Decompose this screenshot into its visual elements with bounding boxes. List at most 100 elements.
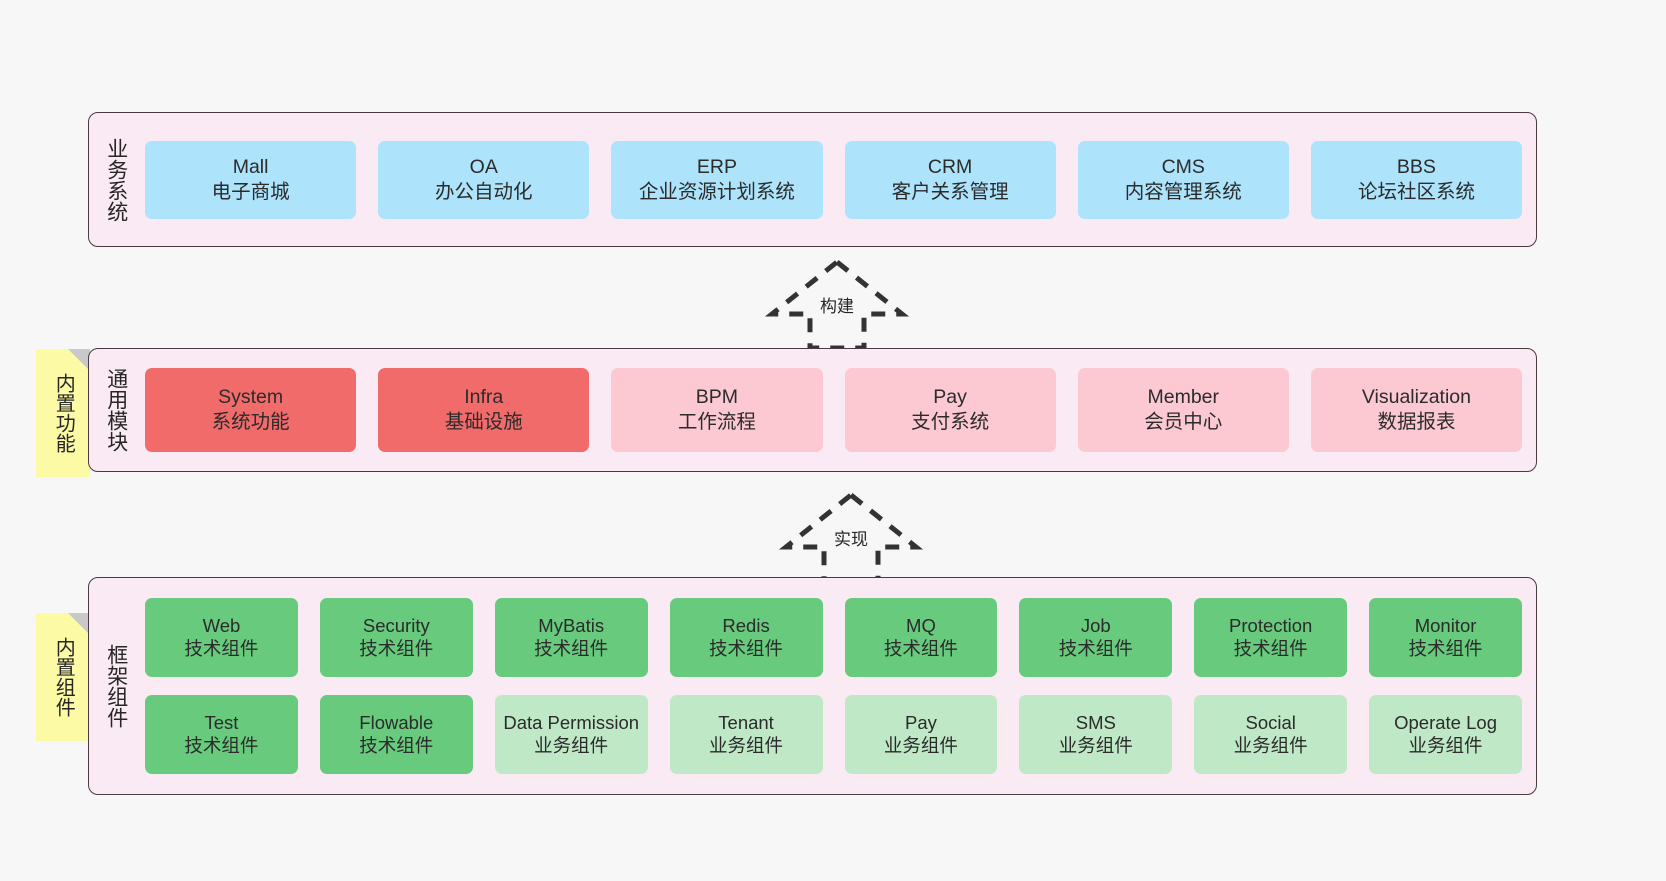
card-bbs[interactable]: BBS 论坛社区系统 [1310,140,1523,219]
card-subtitle: 系统功能 [211,411,290,433]
card-subtitle: 业务组件 [1233,734,1308,756]
card-operate-log[interactable]: Operate Log 业务组件 [1369,695,1522,774]
card-redis[interactable]: Redis 技术组件 [669,598,823,677]
card-system[interactable]: System 系统功能 [145,368,357,452]
card-title: Data Permission [503,712,640,734]
card-member[interactable]: Member 会员中心 [1077,368,1289,452]
card-data-permission[interactable]: Data Permission 业务组件 [494,695,648,774]
card-title: Job [1080,615,1111,637]
card-subtitle: 技术组件 [1408,637,1483,659]
card-subtitle: 业务组件 [709,734,784,756]
card-subtitle: 技术组件 [709,637,784,659]
card-title: Visualization [1361,386,1472,409]
card-tenant[interactable]: Tenant 业务组件 [669,695,823,774]
card-title: Pay [933,386,967,409]
card-subtitle: 论坛社区系统 [1357,180,1475,203]
card-oa[interactable]: OA 办公自动化 [378,140,590,219]
arrow-label-build: 构建 [820,297,854,316]
card-grid-business: Mall 电子商城 OA 办公自动化 ERP 企业资源计划系统 CRM 客户关系… [139,113,1536,246]
card-subtitle: 基础设施 [444,411,523,433]
card-title: System [218,386,284,409]
card-subtitle: 技术组件 [1058,637,1133,659]
card-job[interactable]: Job 技术组件 [1019,598,1173,677]
arrow-implement: 实现 [766,489,936,581]
card-subtitle: 业务组件 [1408,734,1483,756]
note-label: 内置功能 [52,373,75,453]
card-subtitle: 技术组件 [359,637,434,659]
card-subtitle: 业务组件 [1058,734,1133,756]
card-subtitle: 客户关系管理 [891,180,1009,203]
card-title: Test [204,712,239,734]
layer-title-common: 通用模块 [104,368,128,452]
card-cms[interactable]: CMS 内容管理系统 [1077,140,1289,219]
card-subtitle: 工作流程 [677,411,756,433]
card-monitor[interactable]: Monitor 技术组件 [1369,598,1522,677]
card-row: Mall 电子商城 OA 办公自动化 ERP 企业资源计划系统 CRM 客户关系… [145,140,1523,219]
card-flowable[interactable]: Flowable 技术组件 [319,695,473,774]
card-subtitle: 会员中心 [1144,411,1223,433]
arrow-build: 构建 [752,256,922,348]
layer-business-systems: 业务系统 Mall 电子商城 OA 办公自动化 ERP 企业资源计划系统 CRM… [88,112,1537,247]
card-sms[interactable]: SMS 业务组件 [1019,695,1173,774]
card-title: CRM [927,155,973,178]
card-row: System 系统功能 Infra 基础设施 BPM 工作流程 Pay 支付系统… [145,368,1523,452]
note-builtin-components: 内置组件 [36,613,90,741]
card-subtitle: 内容管理系统 [1124,180,1242,203]
card-title: MQ [906,615,936,637]
note-label: 内置组件 [52,637,75,717]
card-test[interactable]: Test 技术组件 [145,695,298,774]
card-row: Test 技术组件 Flowable 技术组件 Data Permission … [145,695,1522,774]
card-pay-business[interactable]: Pay 业务组件 [844,695,998,774]
card-subtitle: 技术组件 [883,637,958,659]
card-social[interactable]: Social 业务组件 [1194,695,1348,774]
card-subtitle: 技术组件 [184,734,259,756]
card-subtitle: 电子商城 [211,180,290,203]
card-title: CMS [1161,155,1205,178]
card-web[interactable]: Web 技术组件 [145,598,298,677]
card-pay[interactable]: Pay 支付系统 [844,368,1056,452]
card-security[interactable]: Security 技术组件 [319,598,473,677]
card-title: Member [1147,386,1220,409]
card-subtitle: 业务组件 [883,734,958,756]
card-mall[interactable]: Mall 电子商城 [145,140,357,219]
card-erp[interactable]: ERP 企业资源计划系统 [611,140,823,219]
card-title: Tenant [718,712,774,734]
layer-title-business: 业务系统 [104,137,128,222]
card-title: Redis [722,615,770,637]
card-grid-common: System 系统功能 Infra 基础设施 BPM 工作流程 Pay 支付系统… [139,349,1536,471]
card-title: Monitor [1414,615,1477,637]
card-title: SMS [1075,712,1116,734]
card-title: Mall [232,155,269,178]
layer-title-framework: 框架组件 [104,644,128,728]
card-subtitle: 企业资源计划系统 [638,180,795,203]
card-title: Infra [464,386,504,409]
card-title: Operate Log [1394,712,1497,734]
card-title: Pay [904,712,937,734]
card-mq[interactable]: MQ 技术组件 [844,598,998,677]
card-grid-framework: Web 技术组件 Security 技术组件 MyBatis 技术组件 Redi… [139,578,1536,794]
layer-framework-components: 框架组件 Web 技术组件 Security 技术组件 MyBatis 技术组件… [88,577,1537,795]
folded-corner-icon [68,349,90,371]
card-subtitle: 业务组件 [534,734,609,756]
card-bpm[interactable]: BPM 工作流程 [611,368,823,452]
card-subtitle: 支付系统 [911,411,990,433]
card-title: OA [469,155,498,178]
card-infra[interactable]: Infra 基础设施 [378,368,590,452]
card-title: MyBatis [538,615,605,637]
card-title: BPM [695,386,739,409]
card-title: Web [202,615,241,637]
card-title: Social [1245,712,1296,734]
card-subtitle: 技术组件 [359,734,434,756]
arrow-label-implement: 实现 [834,530,868,549]
note-builtin-features: 内置功能 [36,349,90,477]
card-title: Security [362,615,430,637]
card-title: Flowable [359,712,434,734]
card-protection[interactable]: Protection 技术组件 [1194,598,1348,677]
card-visualization[interactable]: Visualization 数据报表 [1310,368,1523,452]
folded-corner-icon [68,613,90,635]
card-title: ERP [696,155,737,178]
card-crm[interactable]: CRM 客户关系管理 [844,140,1056,219]
card-subtitle: 技术组件 [1233,637,1308,659]
card-mybatis[interactable]: MyBatis 技术组件 [494,598,648,677]
